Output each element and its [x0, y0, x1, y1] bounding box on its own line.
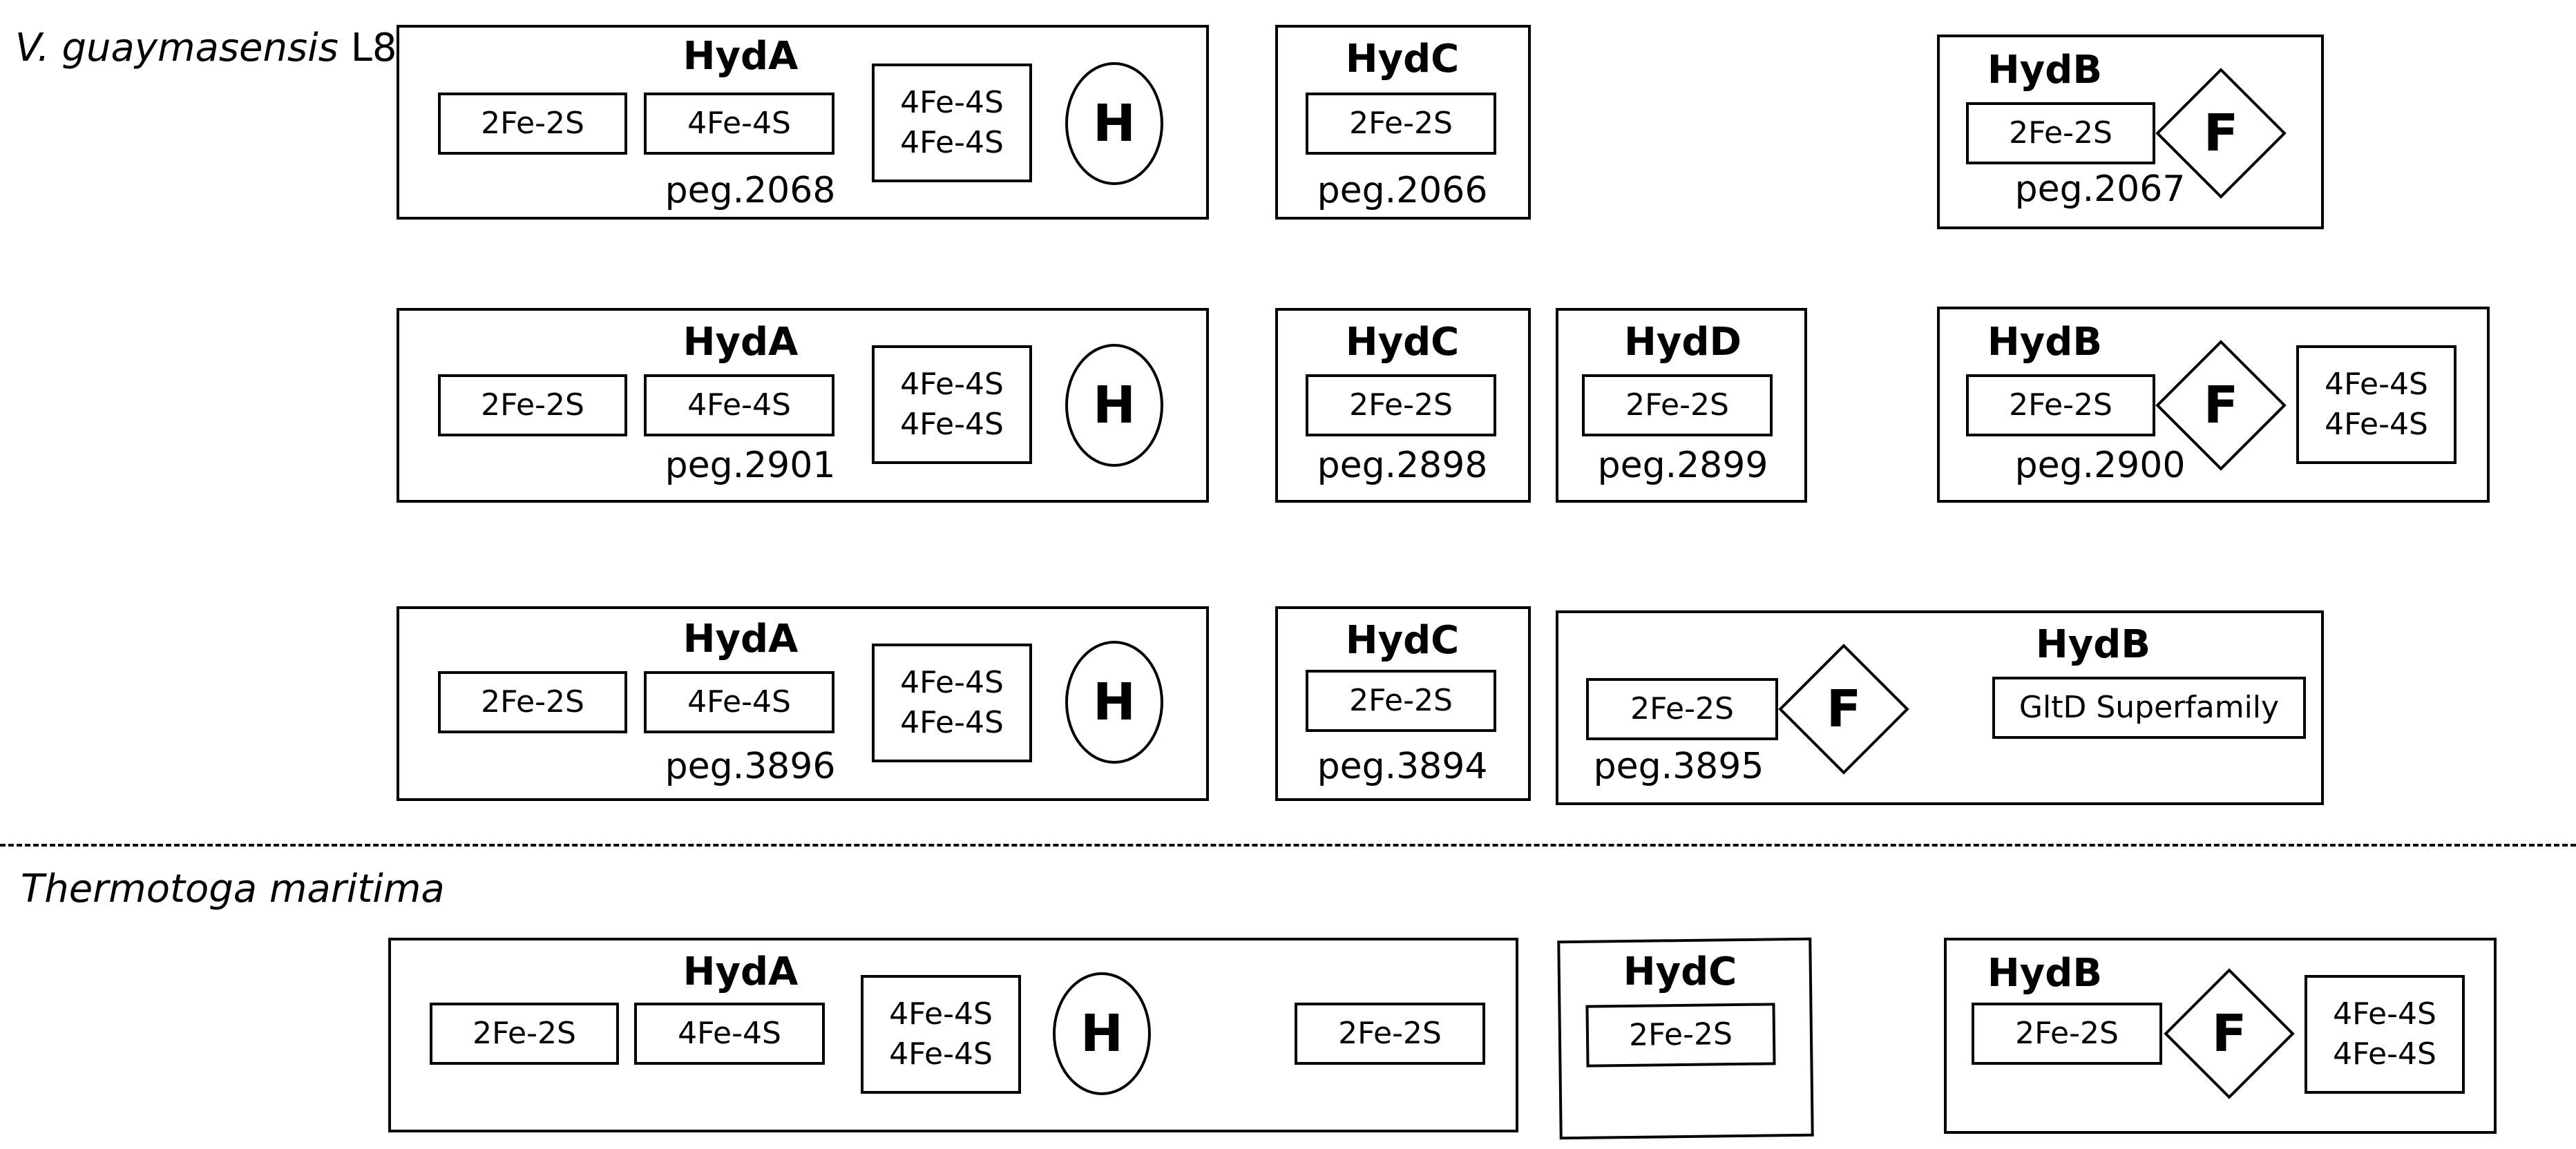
r3-hydc-peg: peg.3894 [1317, 746, 1488, 787]
r4-hyda-4fe4s: 4Fe-4S [634, 1003, 825, 1065]
r2-hydc-title: HydC [1345, 320, 1460, 365]
r3-hydb-peg: peg.3895 [1593, 746, 1764, 787]
r1-hyda-title: HydA [683, 34, 799, 79]
r3-hydb-gltd-domain: GltD Superfamily [1992, 677, 2306, 739]
organism-divider [0, 844, 2576, 847]
r1-hyda-4fe4s-pair: 4Fe-4S 4Fe-4S [872, 64, 1032, 182]
organism-label-v-guaymasensis: V. guaymasensis L81 [15, 28, 421, 69]
r3-hyda-4fe4s-pair: 4Fe-4S 4Fe-4S [872, 644, 1032, 762]
r4-hydb-f-label: F [2211, 1004, 2247, 1063]
r1-hyda-peg: peg.2068 [665, 170, 836, 211]
r2-hyda-title: HydA [683, 320, 799, 365]
r4-hyda-2fe2s-left: 2Fe-2S [430, 1003, 619, 1065]
r1-hyda-2fe2s: 2Fe-2S [438, 93, 627, 155]
r3-hydb-f-label: F [1826, 679, 1862, 739]
r2-hydd-peg: peg.2899 [1597, 445, 1768, 486]
r4-hydc-2fe2s: 2Fe-2S [1585, 1003, 1776, 1068]
r4-hydc-title: HydC [1623, 949, 1737, 994]
r1-hydb-peg: peg.2067 [2014, 168, 2186, 210]
r1-hydb-f-cluster: F [2155, 68, 2287, 199]
r3-hyda-h-cluster: H [1065, 641, 1163, 764]
r3-hydb-2fe2s: 2Fe-2S [1586, 678, 1778, 740]
r3-hydc-title: HydC [1345, 618, 1460, 663]
r3-hydb-title: HydB [2035, 622, 2151, 667]
r2-hydc-peg: peg.2898 [1317, 445, 1488, 486]
r1-hydb-f-label: F [2203, 104, 2239, 163]
r1-hydc-2fe2s: 2Fe-2S [1306, 93, 1496, 155]
r4-hyda-h-cluster: H [1053, 972, 1151, 1095]
r1-hydc-title: HydC [1345, 37, 1460, 81]
r2-hyda-h-cluster: H [1065, 344, 1163, 467]
organism-name-italic: V. guaymasensis [15, 26, 338, 70]
r1-hydb-title: HydB [1987, 48, 2103, 93]
r2-hydb-2fe2s: 2Fe-2S [1966, 374, 2155, 436]
r1-hyda-4fe4s: 4Fe-4S [644, 93, 834, 155]
r3-hyda-4fe4s: 4Fe-4S [644, 671, 834, 733]
r2-hyda-peg: peg.2901 [665, 445, 836, 486]
r3-hydb-f-cluster: F [1778, 644, 1909, 775]
r3-hyda-peg: peg.3896 [665, 746, 836, 787]
r3-hydc-2fe2s: 2Fe-2S [1306, 670, 1496, 732]
r2-hydd-title: HydD [1624, 320, 1742, 365]
r2-hydb-title: HydB [1987, 320, 2103, 365]
r3-hyda-2fe2s: 2Fe-2S [438, 671, 627, 733]
r2-hydb-peg: peg.2900 [2014, 445, 2186, 486]
r2-hydb-f-cluster: F [2155, 340, 2287, 471]
organism-label-thermotoga-maritima: Thermotoga maritima [21, 867, 445, 911]
r4-hydb-4fe4s-pair: 4Fe-4S 4Fe-4S [2305, 975, 2465, 1094]
r2-hydc-2fe2s: 2Fe-2S [1306, 374, 1496, 436]
r2-hydb-f-label: F [2203, 376, 2239, 435]
r4-hyda-title: HydA [683, 949, 799, 994]
r2-hyda-4fe4s: 4Fe-4S [644, 374, 834, 436]
r1-hydc-peg: peg.2066 [1317, 170, 1488, 211]
r4-hydb-title: HydB [1987, 951, 2103, 996]
r1-hyda-h-cluster: H [1065, 62, 1163, 185]
r4-hyda-4fe4s-pair: 4Fe-4S 4Fe-4S [861, 975, 1021, 1094]
r2-hyda-4fe4s-pair: 4Fe-4S 4Fe-4S [872, 345, 1032, 464]
r1-hydb-2fe2s: 2Fe-2S [1966, 102, 2155, 164]
r4-hydb-2fe2s: 2Fe-2S [1972, 1003, 2162, 1065]
r4-hydb-f-cluster: F [2164, 968, 2295, 1099]
r3-hyda-title: HydA [683, 617, 799, 662]
r4-hyda-2fe2s-right: 2Fe-2S [1295, 1003, 1485, 1065]
r2-hydd-2fe2s: 2Fe-2S [1582, 374, 1773, 436]
r2-hyda-2fe2s: 2Fe-2S [438, 374, 627, 436]
r2-hydb-4fe4s-pair: 4Fe-4S 4Fe-4S [2296, 345, 2456, 464]
